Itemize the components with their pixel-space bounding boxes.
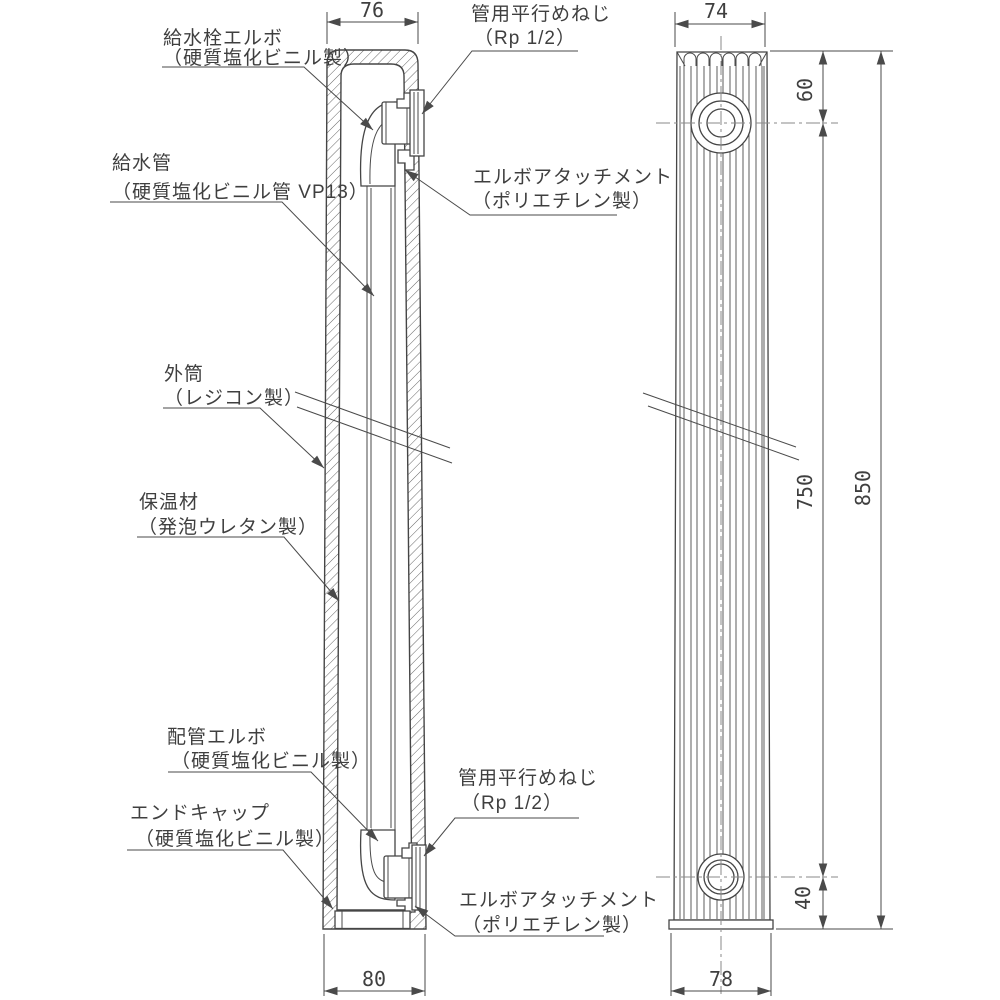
dim-arrow <box>757 986 771 996</box>
leader-line <box>163 407 325 469</box>
dim-side-top-width: 74 <box>674 0 766 47</box>
dim-section-top-width: 76 <box>326 0 419 44</box>
dim-text-750: 750 <box>793 474 817 510</box>
dim-arrow <box>818 123 828 137</box>
label-elbow-attachment-top: エルボアタッチメント （ポリエチレン製） <box>402 166 673 216</box>
scallop <box>709 52 723 66</box>
dim-arrow <box>751 19 765 29</box>
label-title: エルボアタッチメント <box>473 166 673 188</box>
label-title: 配管エルボ <box>167 726 267 748</box>
centerlines <box>656 36 838 994</box>
label-detail: （硬質塩化ビニル製） <box>163 47 363 69</box>
dim-arrow <box>324 986 338 996</box>
label-detail: （Rp 1/2） <box>474 27 576 49</box>
dim-text-850: 850 <box>851 470 875 506</box>
callout-labels: 給水栓エルボ （硬質塩化ビニル製） 給水管 （硬質塩化ビニル管 VP13） 外筒… <box>110 3 673 937</box>
leader-line <box>404 169 617 216</box>
leader-line <box>127 849 334 910</box>
dim-arrow <box>876 915 886 929</box>
lower-outlet-boss <box>697 853 745 901</box>
dim-arrow <box>818 109 828 123</box>
label-faucet-elbow: 給水栓エルボ （硬質塩化ビニル製） <box>162 27 376 134</box>
section-break-lines <box>294 391 453 464</box>
leader-line <box>110 201 375 297</box>
label-title: 管用平行めねじ <box>458 767 598 789</box>
corner-chamfer <box>676 51 686 67</box>
label-title: エンドキャップ <box>130 802 270 824</box>
label-title: 外筒 <box>164 363 204 385</box>
scallop <box>696 52 710 66</box>
supply-pipe <box>366 186 396 830</box>
label-female-thread-top: 管用平行めねじ （Rp 1/2） <box>418 3 611 117</box>
label-elbow-attachment-bottom: エルボアタッチメント （ポリエチレン製） <box>412 889 659 937</box>
bottom-fitting-assembly <box>359 829 427 913</box>
end-cap-body <box>334 910 411 930</box>
label-detail: （ポリエチレン製） <box>472 190 652 212</box>
leader-line <box>423 817 579 857</box>
scallop <box>735 52 749 66</box>
dim-arrow <box>404 17 418 27</box>
bottom-thread-sleeve <box>411 844 427 911</box>
leader-line <box>168 771 379 842</box>
dim-side-bottom-width: 78 <box>670 933 772 996</box>
label-end-cap: エンドキャップ （硬質塩化ビニル製） <box>127 802 337 912</box>
dim-text-80: 80 <box>362 967 386 991</box>
corner-chamfer <box>758 51 768 67</box>
break-line <box>642 392 797 448</box>
label-detail: （硬質塩化ビニル管 VP13） <box>112 181 369 203</box>
scallop <box>748 52 762 66</box>
dim-text-74: 74 <box>704 0 728 23</box>
break-line <box>647 405 800 461</box>
dim-arrow <box>675 19 689 29</box>
dim-text-60: 60 <box>793 78 817 102</box>
column-flutes <box>679 66 765 919</box>
label-detail: （硬質塩化ビニル製） <box>171 750 371 772</box>
side-break-lines <box>642 392 800 461</box>
scallop <box>722 52 736 66</box>
dim-arrow <box>818 863 828 877</box>
column-top-scallops <box>676 51 768 67</box>
dim-arrow <box>818 51 828 65</box>
dim-section-bottom-width: 80 <box>323 934 426 996</box>
dim-arrow <box>671 986 685 996</box>
dim-arrow <box>411 986 425 996</box>
label-title: エルボアタッチメント <box>459 889 659 911</box>
break-line <box>296 406 453 464</box>
dim-arrow <box>818 877 828 891</box>
dimensions-layer: 76 80 74 78 <box>323 0 893 996</box>
dim-text-78: 78 <box>709 967 733 991</box>
label-title: 保温材 <box>139 491 199 513</box>
break-line <box>294 391 451 449</box>
label-female-thread-bottom: 管用平行めねじ （Rp 1/2） <box>420 767 598 859</box>
leader-line <box>414 905 604 937</box>
label-detail: （Rp 1/2） <box>461 792 563 814</box>
leader-line <box>421 50 578 115</box>
leader-line <box>137 536 340 602</box>
dim-arrow <box>818 915 828 929</box>
dim-text-76: 76 <box>360 0 384 22</box>
leader-line <box>162 66 374 131</box>
label-pipe-elbow: 配管エルボ （硬質塩化ビニル製） <box>167 726 382 844</box>
label-insulation: 保温材 （発泡ウレタン製） <box>137 491 343 604</box>
top-fitting-assembly <box>359 89 425 187</box>
label-detail: （発泡ウレタン製） <box>138 516 318 538</box>
dim-arrow <box>876 51 886 65</box>
label-detail: （レジコン製） <box>164 387 304 409</box>
label-detail: （ポリエチレン製） <box>462 914 642 936</box>
label-title: 給水栓エルボ <box>163 27 283 49</box>
dim-arrow <box>327 17 341 27</box>
label-detail: （硬質塩化ビニル製） <box>135 828 335 850</box>
label-outer-tube: 外筒 （レジコン製） <box>163 363 327 472</box>
scallop <box>683 52 697 66</box>
label-title: 給水管 <box>112 152 172 174</box>
side-view <box>642 36 838 994</box>
section-view <box>294 49 453 930</box>
dim-vertical-chain: 60 750 850 40 <box>770 50 893 930</box>
label-supply-pipe: 給水管 （硬質塩化ビニル管 VP13） <box>110 152 378 300</box>
end-cap-part <box>334 910 411 930</box>
top-thread-sleeve <box>409 89 425 157</box>
dim-text-40: 40 <box>791 886 815 910</box>
label-title: 管用平行めねじ <box>471 3 611 25</box>
